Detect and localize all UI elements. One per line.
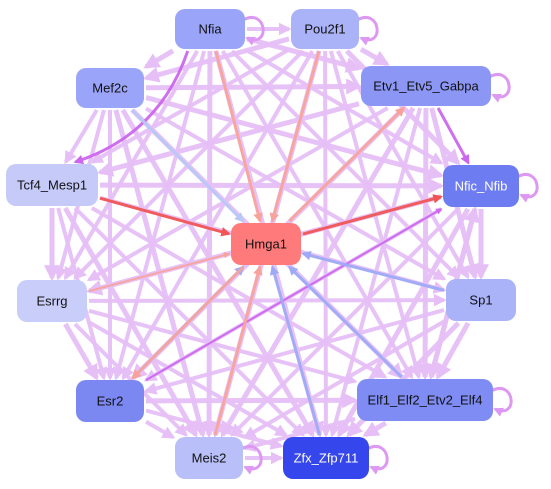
edge-nfia-to-elf xyxy=(221,49,414,380)
edge-sp1-to-elf xyxy=(435,321,471,380)
self-loop-nfia xyxy=(242,16,265,46)
edge-tcf4-to-nfic xyxy=(99,177,445,194)
edge-sp1-to-meis2 xyxy=(242,319,446,439)
edge-elf-to-hmga1 xyxy=(288,265,403,379)
edge-etv-to-esrrg xyxy=(86,106,389,282)
node-box-tcf4 xyxy=(6,164,98,206)
node-label-tcf4: Tcf4_Mesp1 xyxy=(17,178,87,193)
node-box-hmga1 xyxy=(231,223,301,265)
self-loop-meis2 xyxy=(240,445,263,475)
node-label-zfx: Zfx_Zfp711 xyxy=(294,451,359,466)
node-box-nfia xyxy=(175,9,245,49)
edge-hmga1-to-nfic xyxy=(302,194,443,236)
edge-nfia-to-meis2 xyxy=(201,50,218,439)
self-loop-pou2f1 xyxy=(356,16,379,46)
node-nfia[interactable]: Nfia xyxy=(175,9,245,49)
edge-tcf4-to-elf xyxy=(90,206,388,379)
edge-etv-to-meis2 xyxy=(220,106,416,438)
node-pou2f1[interactable]: Pou2f1 xyxy=(291,9,359,49)
node-box-meis2 xyxy=(175,437,243,479)
edge-mef2c-to-nfic xyxy=(145,95,445,180)
node-label-sp1: Sp1 xyxy=(469,293,492,308)
edge-mef2c-to-etv xyxy=(145,78,363,95)
node-label-hmga1: Hmga1 xyxy=(245,237,287,252)
edge-mef2c-to-hmga1 xyxy=(130,108,245,223)
node-box-nfic xyxy=(443,165,519,207)
node-label-elf: Elf1_Elf2_Etv2_Elf4 xyxy=(368,393,483,408)
edge-esrrg-to-esr2 xyxy=(63,322,99,381)
node-label-meis2: Meis2 xyxy=(192,451,227,466)
node-box-zfx xyxy=(283,437,369,479)
self-loop-layer xyxy=(240,16,539,475)
node-hmga1[interactable]: Hmga1 xyxy=(231,223,301,265)
edge-esrrg-to-sp1 xyxy=(88,293,447,307)
edge-etv-to-nfic xyxy=(436,107,470,165)
node-label-nfia: Nfia xyxy=(198,22,222,37)
node-label-etv: Etv1_Etv5_Gabpa xyxy=(373,79,479,94)
edge-hmga1-to-esr2 xyxy=(131,265,245,380)
edge-sp1-to-hmga1 xyxy=(301,250,445,292)
node-mef2c[interactable]: Mef2c xyxy=(76,68,144,108)
node-label-esr2: Esr2 xyxy=(97,394,124,409)
edge-esrrg-to-elf xyxy=(88,308,358,385)
edge-hmga1-to-etv xyxy=(288,106,406,223)
edge-pou2f1-to-esr2 xyxy=(121,49,315,381)
edge-nfia-to-mef2c xyxy=(143,48,175,69)
edge-pou2f1-to-zfx xyxy=(319,50,333,438)
node-elf[interactable]: Elf1_Elf2_Etv2_Elf4 xyxy=(357,379,493,421)
node-esr2[interactable]: Esr2 xyxy=(76,380,144,422)
node-nfic[interactable]: Nfic_Nfib xyxy=(443,165,519,207)
node-box-mef2c xyxy=(76,68,144,108)
edge-zfx-to-hmga1 xyxy=(269,265,321,436)
edge-esr2-to-elf xyxy=(145,392,359,409)
edge-nfia-to-hmga1 xyxy=(214,50,263,223)
self-loop-elf xyxy=(490,387,513,417)
edge-mef2c-to-sp1 xyxy=(145,106,447,281)
edge-etv-to-tcf4 xyxy=(96,101,360,177)
node-esrrg[interactable]: Esrrg xyxy=(17,280,87,322)
edge-esr2-to-zfx xyxy=(145,408,284,450)
node-sp1[interactable]: Sp1 xyxy=(446,279,516,321)
node-box-esr2 xyxy=(76,380,144,422)
edge-meis2-to-hmga1 xyxy=(213,265,263,436)
node-label-pou2f1: Pou2f1 xyxy=(304,22,345,37)
edge-pou2f1-to-hmga1 xyxy=(269,50,321,223)
edge-tcf4-to-hmga1 xyxy=(99,196,231,237)
edge-elf-to-zfx xyxy=(362,420,388,438)
edge-mef2c-to-zfx xyxy=(120,108,315,438)
edge-elf-to-meis2 xyxy=(242,416,356,452)
edge-esr2-to-nfic xyxy=(145,208,443,382)
node-etv[interactable]: Etv1_Etv5_Gabpa xyxy=(361,66,491,106)
node-label-nfic: Nfic_Nfib xyxy=(455,179,508,194)
edge-nfia-to-tcf4 xyxy=(73,50,190,165)
edge-esrrg-to-hmga1 xyxy=(88,252,231,293)
node-zfx[interactable]: Zfx_Zfp711 xyxy=(283,437,369,479)
node-label-esrrg: Esrrg xyxy=(36,294,67,309)
self-loop-zfx xyxy=(366,445,389,475)
edge-pou2f1-to-etv xyxy=(359,47,390,67)
node-box-sp1 xyxy=(446,279,516,321)
node-box-esrrg xyxy=(17,280,87,322)
self-loop-etv xyxy=(488,73,511,103)
edge-mef2c-to-tcf4 xyxy=(64,108,99,165)
node-tcf4[interactable]: Tcf4_Mesp1 xyxy=(6,164,98,206)
node-box-elf xyxy=(357,379,493,421)
node-label-mef2c: Mef2c xyxy=(92,81,128,96)
node-box-pou2f1 xyxy=(291,9,359,49)
node-meis2[interactable]: Meis2 xyxy=(175,437,243,479)
edge-esr2-to-meis2 xyxy=(145,419,176,440)
node-box-etv xyxy=(361,66,491,106)
self-loop-nfic xyxy=(516,173,539,203)
